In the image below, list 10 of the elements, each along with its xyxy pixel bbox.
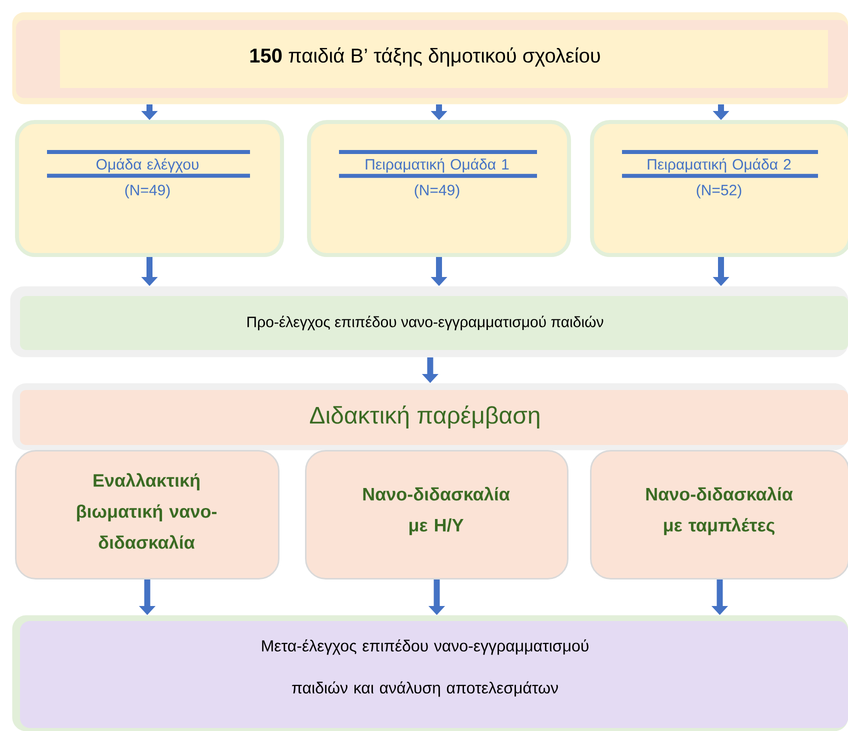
group-box: 150 παιδιά Β’ τάξης δημοτικού σχολείου (12, 12, 848, 104)
process-box: Εναλλακτική βιωματική νανο-διδασκαλία (15, 450, 280, 580)
group-box: Ομάδα ελέγχου (N=49) (15, 120, 284, 257)
heading-band: Διδακτική παρέμβαση (12, 383, 848, 450)
group-box: Πειραματική Ομάδα 2 (N=52) (590, 120, 848, 257)
process-box: Μετα-έλεγχος επιπέδου νανο-εγγραμματισμού παιδιών και ανάλυση αποτελεσμάτων (12, 615, 848, 731)
process-box: Νανο-διδασκαλία με ταμπλέτες (590, 450, 848, 580)
group-box: Πειραματική Ομάδα 1 (N=49) (307, 120, 571, 257)
process-box: Νανο-διδασκαλία με Η/Υ (305, 450, 568, 580)
process-box: Προ-έλεγχος επιπέδου νανο-εγγραμματισμού παιδιών (10, 286, 848, 358)
